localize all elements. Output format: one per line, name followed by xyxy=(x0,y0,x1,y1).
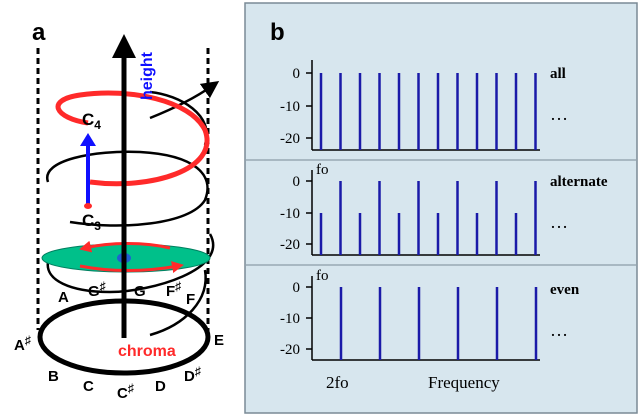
spectra: 0 -10 -20 all … 0 -10 -20 alternate … fo 0 -10 -20 eve… xyxy=(246,60,636,361)
spectrum-1-tick-label: 0 xyxy=(293,174,301,190)
spectrum-2-tick-label: -10 xyxy=(280,311,300,327)
note-f-sharp: F♯ xyxy=(166,279,181,300)
note-b: B xyxy=(48,368,59,385)
height-arrow-head xyxy=(80,133,96,146)
chroma-label: chroma xyxy=(118,343,176,360)
spectrum-2-tick-label: -20 xyxy=(280,342,300,358)
note-labels: A G♯ G F♯ F A♯ E B C C♯ D D♯ xyxy=(14,279,224,402)
panel-b-label: b xyxy=(270,19,285,46)
note-f: F xyxy=(186,291,195,308)
panel-b: b 0 -10 -20 all … 0 -10 -20 alternate … fo 0 -10 -20 e… xyxy=(244,2,638,414)
note-g-sharp: G♯ xyxy=(88,279,106,300)
spectrum-1-tick-label: -10 xyxy=(280,206,300,222)
note-c: C xyxy=(83,378,94,395)
spectrum-0-tick-label: -10 xyxy=(280,99,300,115)
panel-a: a height C4 C3 chroma xyxy=(14,19,224,402)
disc-arrow-left xyxy=(79,240,171,253)
x-tick-2f0: 2fo xyxy=(326,373,349,392)
c3-letter: C xyxy=(82,211,94,230)
helix-strand-upper xyxy=(46,150,209,227)
note-e: E xyxy=(214,332,224,349)
helix-tail xyxy=(149,269,207,337)
spectrum-1-title: alternate xyxy=(550,174,608,190)
helix-exit-arrow xyxy=(149,80,220,120)
spectrum-2-title: even xyxy=(550,282,580,298)
c4-subscript: 4 xyxy=(94,118,101,132)
spectrum-0-title: all xyxy=(550,66,566,82)
spectrum-0-tick-label: -20 xyxy=(280,131,300,147)
c3-label: C3 xyxy=(82,211,101,233)
spectrum-1-tick-label: -20 xyxy=(280,237,300,253)
spectrum-0-tick-label: 0 xyxy=(293,66,301,82)
spectrum-2-ellipsis: … xyxy=(550,320,568,340)
c3-subscript: 3 xyxy=(94,219,101,233)
spectrum-1-f0-label: fo xyxy=(316,162,329,178)
x-axis-label: Frequency xyxy=(428,373,500,392)
spectrum-0-ellipsis: … xyxy=(550,104,568,124)
note-d-sharp: D♯ xyxy=(184,364,201,385)
c4-letter: C xyxy=(82,110,94,129)
note-g: G xyxy=(134,283,146,300)
note-c-sharp: C♯ xyxy=(117,381,134,402)
octave-loop xyxy=(55,90,210,187)
spectrum-1-ellipsis: … xyxy=(550,212,568,232)
c4-label: C4 xyxy=(82,110,101,132)
disc-arrow-right xyxy=(79,261,184,273)
panel-b-background xyxy=(244,2,638,414)
panel-a-label: a xyxy=(32,19,46,46)
spectrum-2-f0-label: fo xyxy=(316,268,329,284)
height-axis-arrowhead xyxy=(112,34,136,58)
c3-point xyxy=(84,203,92,209)
note-a-sharp: A♯ xyxy=(14,333,31,354)
height-label: height xyxy=(139,51,156,100)
spectrum-2-tick-label: 0 xyxy=(293,280,301,296)
note-a: A xyxy=(58,289,69,306)
note-d: D xyxy=(155,378,166,395)
